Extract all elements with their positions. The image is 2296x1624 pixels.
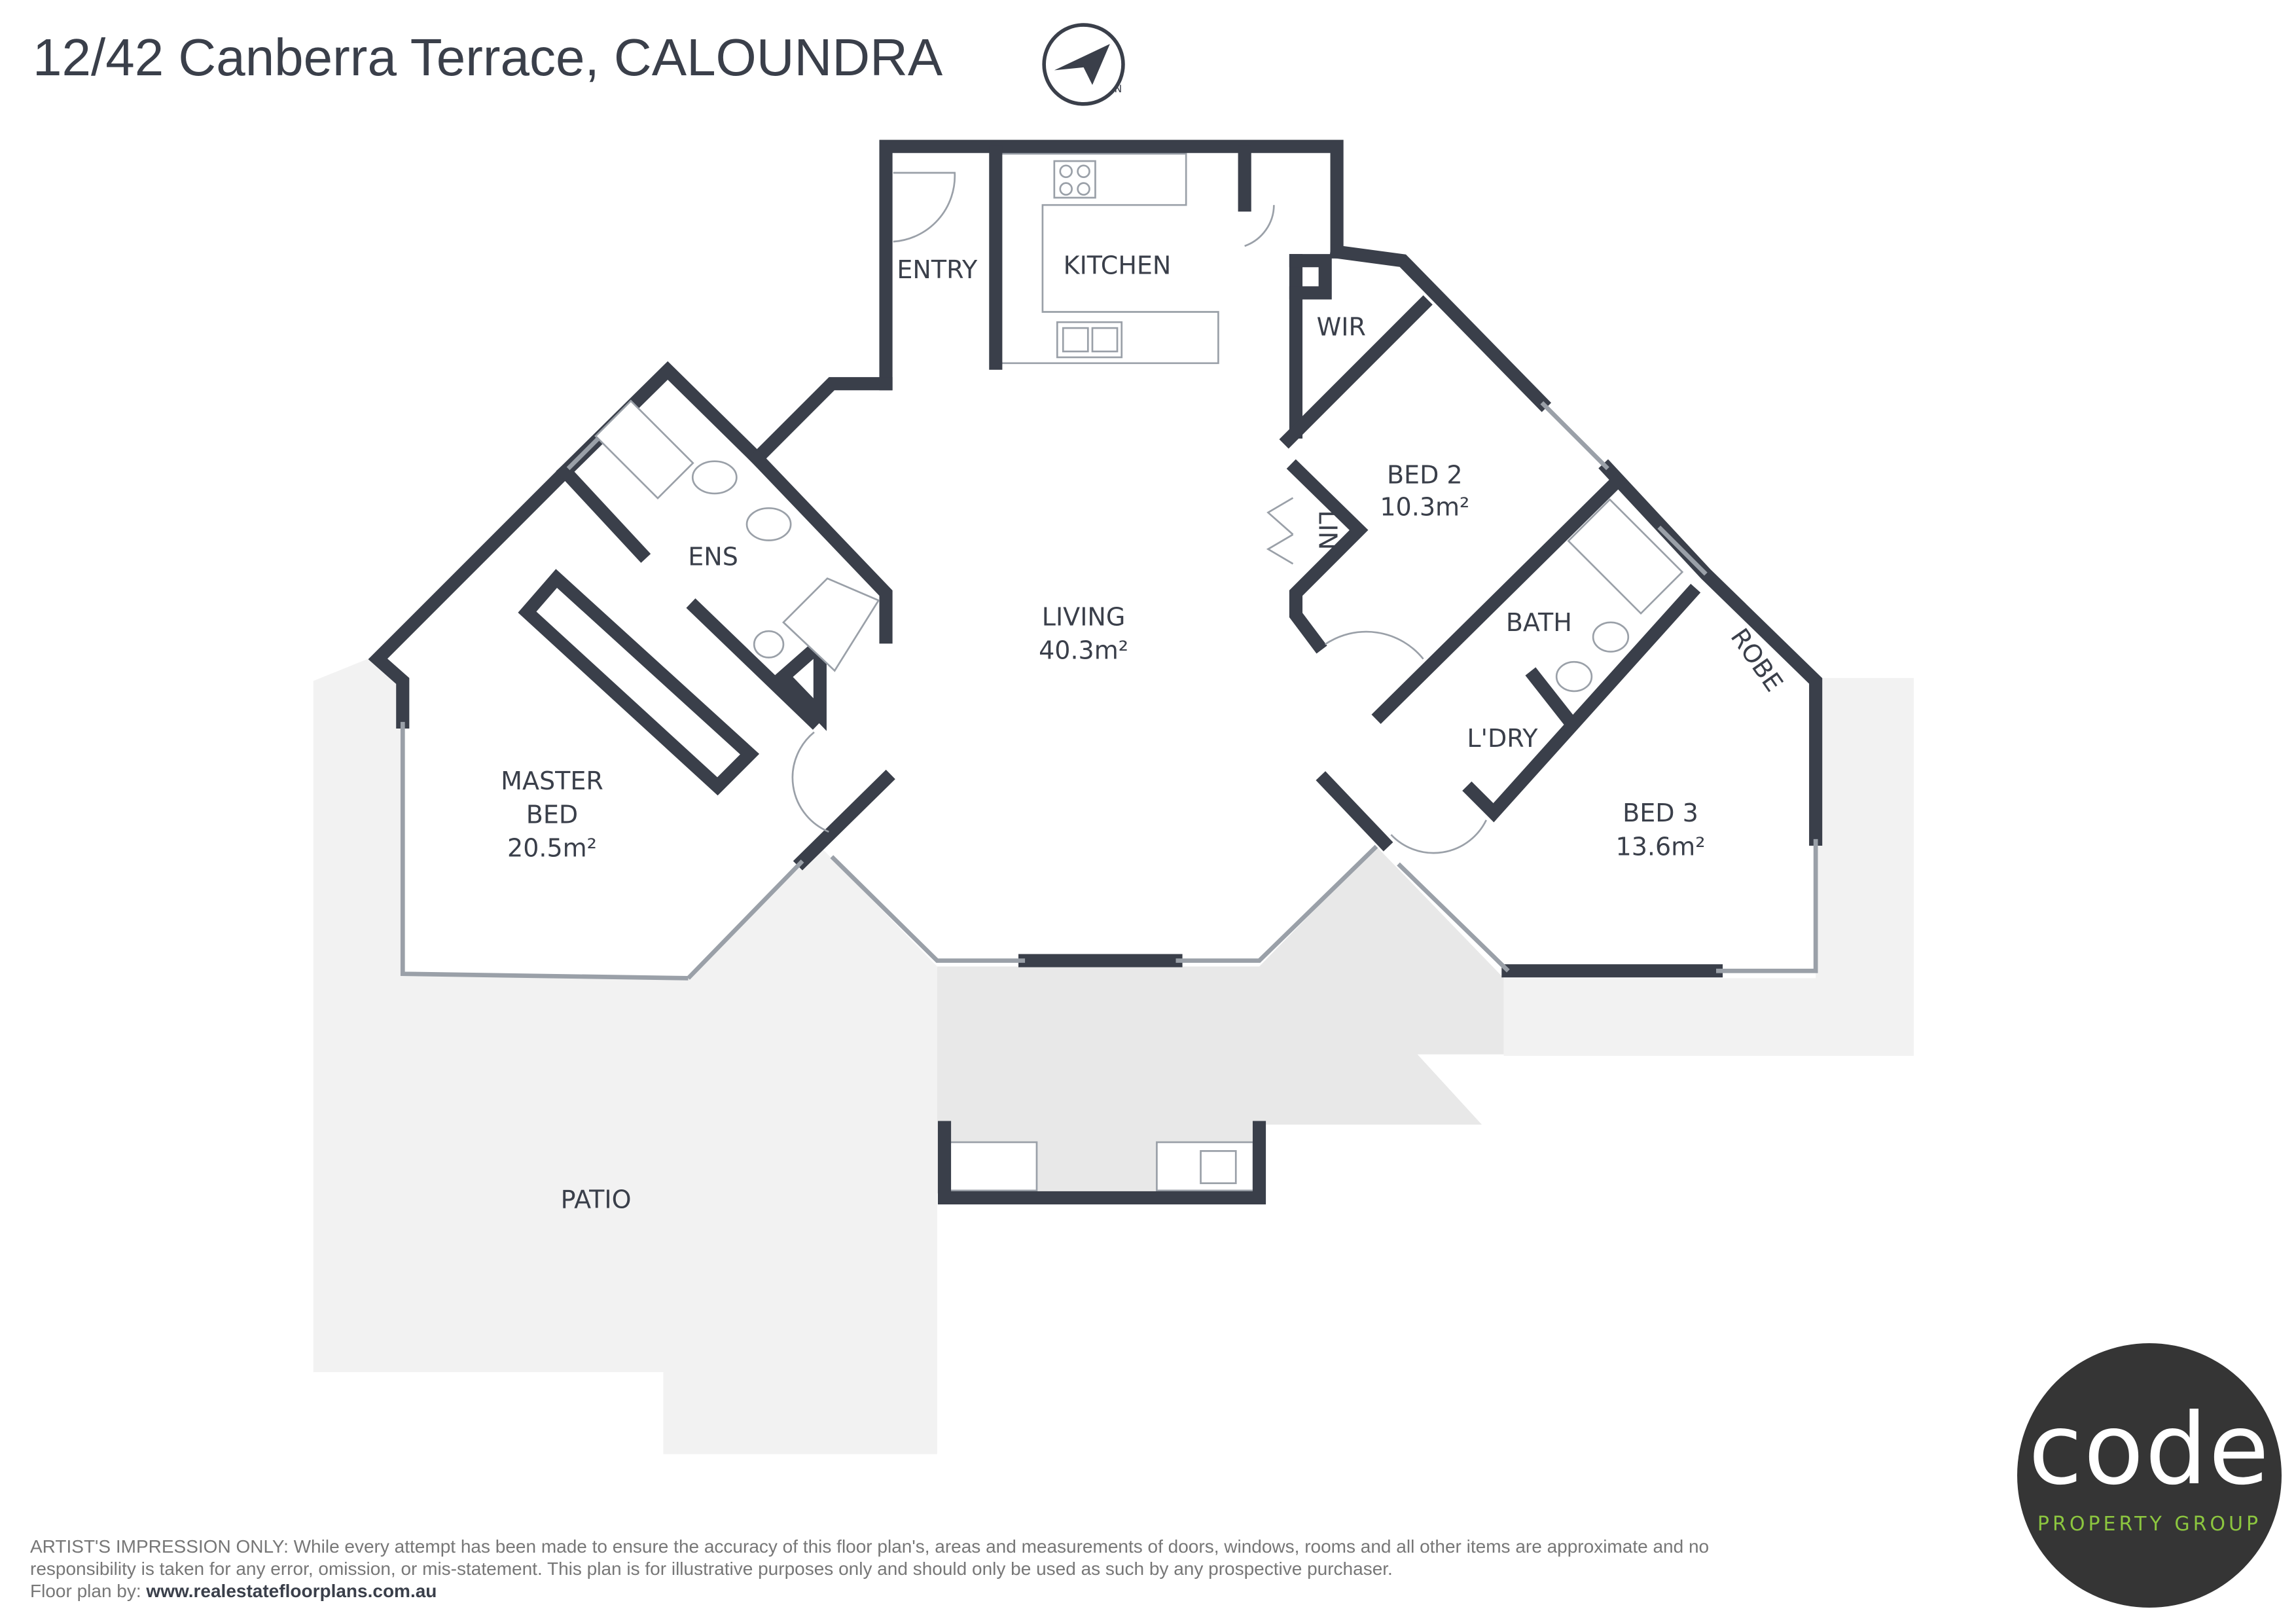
room-label-patio: PATIO [561, 1185, 632, 1214]
disclaimer-line-2: responsibility is taken for any error, o… [30, 1559, 1393, 1579]
room-label-living: LIVING [1042, 602, 1126, 631]
disclaimer-line-1: ARTIST'S IMPRESSION ONLY: While every at… [30, 1536, 1710, 1557]
outdoor-living-area [937, 846, 1504, 1194]
room-label-ldry: L'DRY [1467, 724, 1538, 753]
logo-subtitle: PROPERTY GROUP [2037, 1513, 2262, 1536]
credit-label: Floor plan by: [30, 1581, 147, 1601]
room-label-robe: ROBE [1725, 623, 1789, 696]
bathroom-fixtures [594, 399, 1684, 693]
room-label-kitchen: KITCHEN [1064, 251, 1172, 280]
patio-area-right [1503, 677, 1914, 1056]
room-label-lin: LIN [1314, 510, 1342, 550]
outdoor-bench [948, 1141, 1038, 1192]
room-area-bed3: 13.6m² [1616, 832, 1706, 861]
north-arrow-icon: N [1042, 23, 1125, 106]
room-label-wir: WIR [1317, 312, 1366, 341]
credit-link[interactable]: www.realestatefloorplans.com.au [146, 1581, 437, 1601]
room-area-bed2: 10.3m² [1380, 492, 1469, 521]
outdoor-kitchen-wall [937, 1121, 1266, 1205]
room-area-master: 20.5m² [507, 834, 597, 863]
room-label-bed2: BED 2 [1387, 460, 1463, 489]
outdoor-sink-icon [1200, 1150, 1237, 1184]
room-label-bed3: BED 3 [1623, 799, 1698, 827]
svg-text:N: N [1115, 82, 1122, 95]
room-label-ens: ENS [688, 543, 738, 571]
walls [368, 139, 1823, 978]
patio-area [313, 656, 937, 1454]
logo-word: code [2028, 1393, 2270, 1507]
room-area-living: 40.3m² [1039, 636, 1128, 665]
windows [400, 401, 1818, 981]
doors [791, 171, 1487, 854]
disclaimer: ARTIST'S IMPRESSION ONLY: While every at… [30, 1536, 1863, 1602]
kitchen-fixtures [994, 153, 1219, 365]
brand-logo: code PROPERTY GROUP [2017, 1343, 2282, 1608]
page-title: 12/42 Canberra Terrace, CALOUNDRA [33, 28, 943, 86]
room-label-master-2: BED [526, 800, 578, 829]
room-label-master-1: MASTER [501, 767, 603, 795]
credit-line: Floor plan by: www.realestatefloorplans.… [30, 1580, 1863, 1602]
room-label-entry: ENTRY [897, 255, 978, 284]
room-label-bath: BATH [1506, 608, 1572, 637]
